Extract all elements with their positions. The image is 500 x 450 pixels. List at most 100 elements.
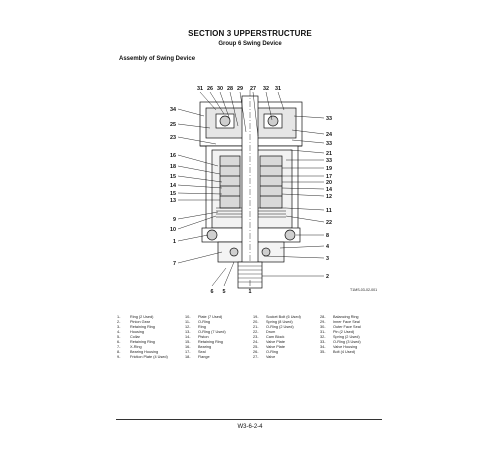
legend-number: 14- [185,335,191,339]
legend-item: 5-Collar [117,335,168,340]
legend-number: 17- [185,350,191,354]
legend-number: 31- [320,330,326,334]
legend-text: Socket Bolt (6 Used) [266,315,301,319]
legend-item: 16-Bearing [185,345,226,350]
legend-item: 23-Cam Block [253,335,301,340]
callout-labels-bottom: 6 5 1 [211,289,252,295]
legend-item: 18- Flange [185,355,226,360]
legend-text: Retaining Ring [198,340,223,344]
legend-item: 30- Outer Face Seal [320,325,361,330]
callout-right: 14 [326,187,332,193]
page-number: W3-6-2-4 [237,424,263,430]
legend-text: Valve Plate [266,345,285,349]
legend-number: 18- [185,355,191,359]
legend-number: 32- [320,335,326,339]
legend-number: 21- [253,325,259,329]
legend-text: Friction Plate (4 Used) [130,355,168,359]
callout-top: 31 [197,86,203,92]
legend-item: 13- O-Ring (7 Used) [185,330,226,335]
legend-item: 19- Socket Bolt (6 Used) [253,315,301,320]
legend-number: 19- [253,315,259,319]
legend-item: 8-Bearing Housing [117,350,168,355]
legend-number: 4- [117,330,121,334]
legend-text: Pinion Gear [130,320,151,324]
legend-number: 23- [253,335,259,339]
legend-item: 32- Spring (2 Used) [320,335,361,340]
legend-item: 35- Bolt (4 Used) [320,350,361,355]
legend-text: Retaining Ring [130,325,155,329]
legend-text: Seal [198,350,206,354]
legend-item: 29-Inner Face Seal [320,320,361,325]
legend-item: 21-O-Ring (2 Used) [253,325,301,330]
callout-right: 4 [326,244,329,250]
legend-item: 7-X-Ring [117,345,168,350]
callout-right: 12 [326,194,332,200]
callout-left: 14 [170,183,176,189]
callout-right: 17 [326,174,332,180]
callout-left: 10 [170,227,176,233]
callout-left: 1 [173,239,176,245]
legend-number: 33- [320,340,326,344]
legend-item: 3-Retaining Ring [117,325,168,330]
legend-item: 6-Retaining Ring [117,340,168,345]
legend-item: 22-Drum [253,330,301,335]
legend-text: Spring (2 Used) [333,335,360,339]
legend-number: 35- [320,350,326,354]
legend-number: 13- [185,330,191,334]
callout-top: 32 [263,86,269,92]
legend-item: 20- Spring (8 Used) [253,320,301,325]
callout-left: 9 [173,217,176,223]
legend-number: 7- [117,345,121,349]
parts-legend-column-3: 19- Socket Bolt (6 Used) 20- Spring (8 Use… [253,315,301,360]
callout-top: 27 [250,86,256,92]
callout-labels-top: 31 26 30 28 29 27 32 31 [197,86,281,92]
legend-item: 24-Valve Plate [253,340,301,345]
parts-legend-column-1: 1-Ring (2 Used) 2-Pinion Gear 3-Retainin… [117,315,168,360]
callout-right: 33 [326,158,332,164]
legend-text: Spring (8 Used) [266,320,293,324]
legend-item: 28-Balancing Ring [320,315,361,320]
callout-top: 28 [227,86,233,92]
legend-text: Drum [266,330,276,334]
legend-text: Ring [198,325,206,329]
legend-text: Bearing [198,345,212,349]
legend-text: Outer Face Seal [333,325,361,329]
parts-legend-column-4: 28-Balancing Ring 29-Inner Face Seal 30-… [320,315,361,355]
legend-item: 12-Ring [185,325,226,330]
callout-right: 3 [326,256,329,262]
legend-text: Bearing Housing [130,350,159,354]
legend-text: Collar [130,335,140,339]
legend-number: 6- [117,340,121,344]
legend-text: O-Ring [198,320,211,324]
legend-item: 27-Valve [253,355,301,360]
legend-number: 30- [320,325,326,329]
legend-text: Valve Housing [333,345,358,349]
callout-right: 21 [326,151,332,157]
legend-number: 11- [185,320,191,324]
legend-item: 2-Pinion Gear [117,320,168,325]
callout-right: 33 [326,116,332,122]
legend-item: 14-Piston [185,335,226,340]
legend-text: Inner Face Seal [333,320,360,324]
parts-legend-column-2: 10-Plate (7 Used) 11-O-Ring 12-Ring 13-O… [185,315,226,360]
legend-item: 31- Pin (2 Used) [320,330,361,335]
legend-number: 15- [185,340,191,344]
legend-text: Flange [198,355,210,359]
callout-bottom: 5 [223,289,226,295]
legend-item: 25-Valve Plate [253,345,301,350]
callout-top: 29 [237,86,243,92]
legend-text: O-Ring (7 Used) [198,330,226,334]
callout-top: 30 [217,86,223,92]
legend-text: Valve [266,355,276,359]
legend-text: Bolt (4 Used) [333,350,356,354]
legend-text: O-Ring (3 Used) [333,340,361,344]
callout-left: 23 [170,135,176,141]
callout-right: 33 [326,141,332,147]
callout-left: 15 [170,191,176,197]
legend-item: 4-Housing [117,330,168,335]
callout-right: 8 [326,233,329,239]
callout-right: 2 [326,274,329,280]
legend-number: 20- [253,320,259,324]
footer-divider [116,419,382,420]
legend-text: Pin (2 Used) [333,330,355,334]
